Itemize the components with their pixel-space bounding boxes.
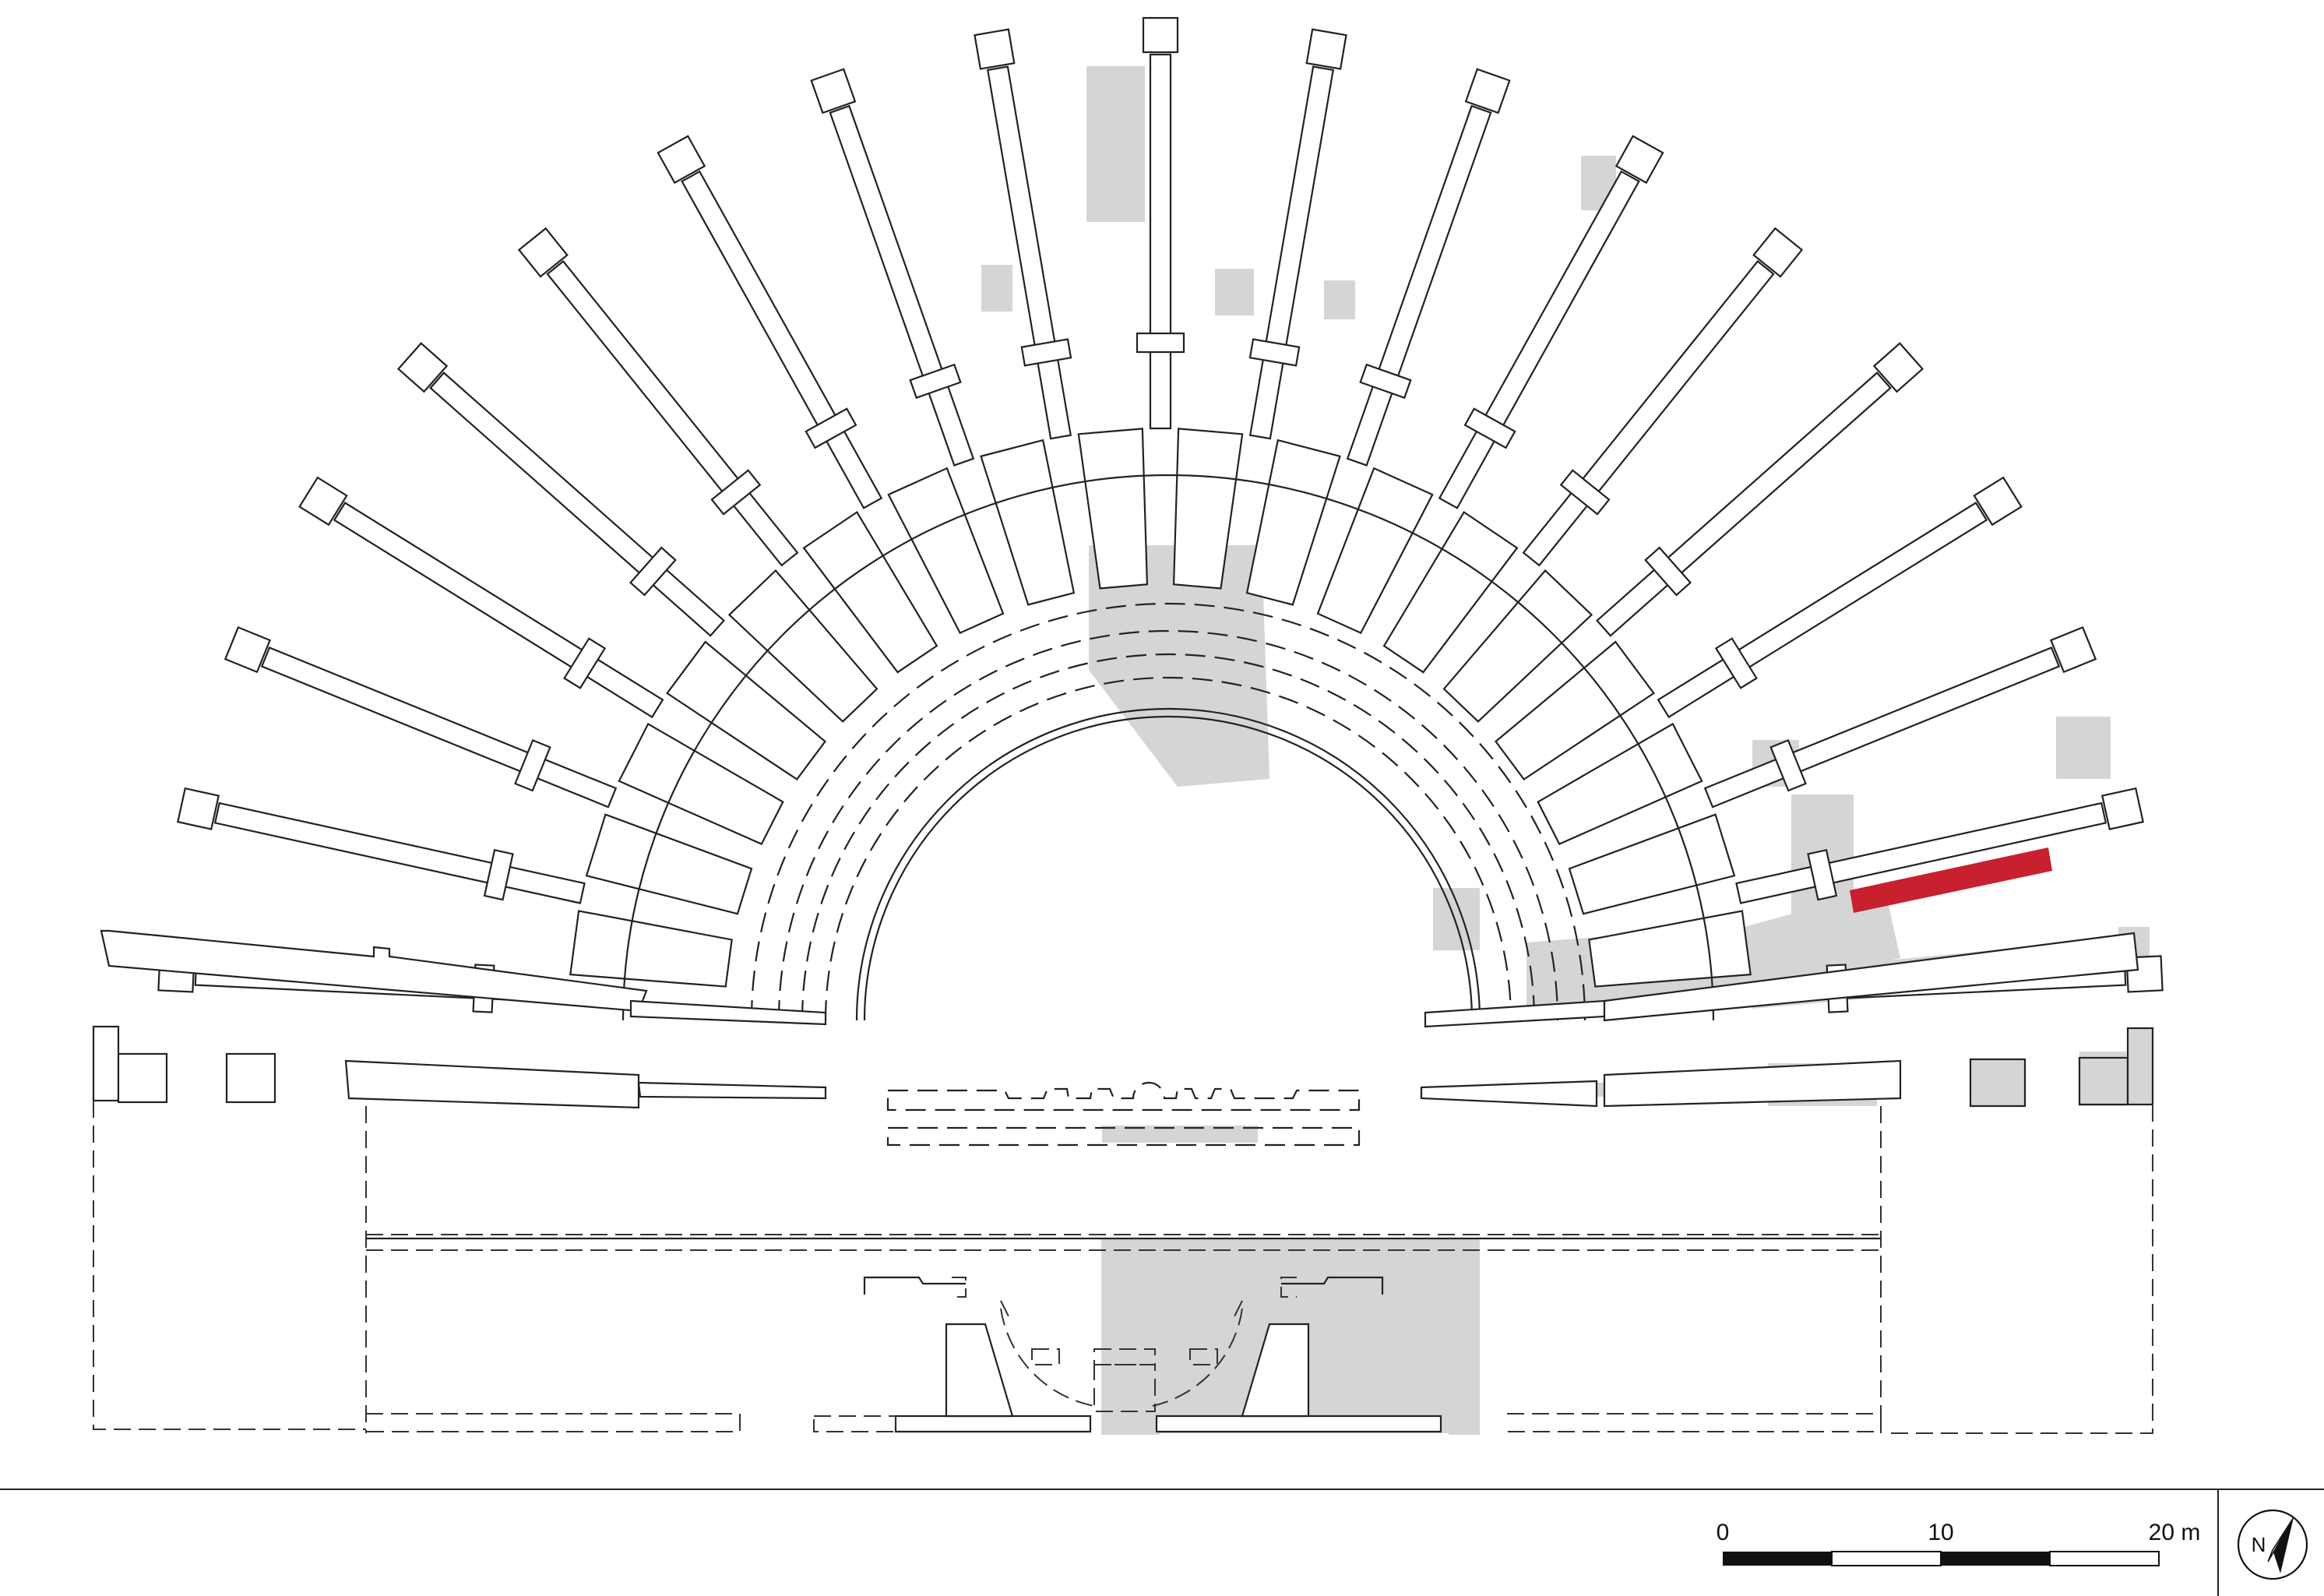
pier-head bbox=[517, 227, 569, 278]
scene-enclosure bbox=[93, 1101, 2153, 1434]
radial-wall bbox=[829, 104, 975, 467]
pier-head bbox=[974, 28, 1016, 70]
radial-wall bbox=[1346, 104, 1492, 467]
pier-head bbox=[1464, 68, 1511, 115]
wall-junction bbox=[1463, 407, 1516, 449]
wall-junction bbox=[1559, 469, 1611, 516]
chamber-block bbox=[1537, 722, 1703, 846]
scale-label-10: 10 bbox=[1928, 1520, 1953, 1545]
chamber-block bbox=[1316, 467, 1434, 635]
outer-ambulatory bbox=[621, 474, 1715, 1021]
pier-head bbox=[2100, 787, 2145, 830]
chamber-block bbox=[569, 910, 733, 988]
wall-junction bbox=[805, 407, 857, 449]
wall-junction bbox=[1020, 338, 1072, 367]
radial-wall bbox=[260, 647, 618, 809]
pier-head bbox=[2049, 625, 2097, 674]
pier-head bbox=[1872, 342, 1924, 393]
wall-junction bbox=[1136, 332, 1185, 354]
chamber-block bbox=[1077, 428, 1149, 590]
chamber-block bbox=[1172, 428, 1244, 590]
scale-bar: 0 10 20 m bbox=[1717, 1520, 2201, 1566]
wall-junction bbox=[514, 738, 551, 792]
radial-wall bbox=[1248, 65, 1335, 440]
radial-wall bbox=[1149, 53, 1172, 430]
scale-segment bbox=[1941, 1552, 2050, 1566]
chamber-block bbox=[1442, 569, 1593, 723]
north-label: N bbox=[2252, 1533, 2266, 1556]
pier-head bbox=[298, 476, 348, 527]
wall-junction bbox=[710, 469, 762, 516]
radial-walls bbox=[157, 16, 2164, 1013]
wall-junction bbox=[909, 363, 962, 400]
orchestra-features bbox=[813, 1276, 1442, 1433]
frame-lines bbox=[0, 1489, 2324, 1596]
scale-segment bbox=[2049, 1551, 2160, 1566]
stage-front bbox=[92, 1025, 2154, 1147]
chamber-block bbox=[666, 640, 826, 781]
pier-head bbox=[1752, 227, 1804, 278]
pier-head bbox=[657, 135, 706, 185]
pier-head bbox=[1973, 476, 2023, 527]
scale-label-0: 0 bbox=[1717, 1520, 1730, 1545]
wall-junction bbox=[1807, 848, 1838, 901]
chamber-block bbox=[1245, 439, 1341, 606]
pier-head bbox=[1142, 16, 1179, 54]
wall-junction bbox=[1644, 546, 1692, 597]
radial-wall bbox=[986, 65, 1072, 440]
chamber-block bbox=[1588, 910, 1752, 988]
pier-head bbox=[396, 342, 449, 393]
wall-junction bbox=[1714, 637, 1758, 689]
pier-head bbox=[1305, 28, 1347, 70]
chamber-block bbox=[887, 467, 1005, 635]
chamber-block bbox=[585, 813, 753, 915]
chamber-block bbox=[618, 722, 784, 846]
radial-wall bbox=[1703, 647, 2061, 809]
wall-junction bbox=[1769, 738, 1807, 792]
scale-segment bbox=[1723, 1552, 1832, 1566]
side-walls bbox=[100, 929, 2139, 1028]
north-arrow-icon: N bbox=[2237, 1509, 2308, 1580]
scale-segment bbox=[1831, 1551, 1942, 1566]
chamber-block bbox=[980, 439, 1076, 606]
wall-junction bbox=[1248, 338, 1301, 367]
radial-wall bbox=[213, 802, 586, 904]
wall-junction bbox=[629, 546, 677, 597]
chamber-block bbox=[1568, 813, 1736, 915]
pier-head bbox=[176, 787, 220, 830]
wall-junction bbox=[483, 848, 514, 901]
highlighted-wall bbox=[1850, 847, 2052, 913]
wall-junction bbox=[1359, 363, 1412, 400]
cavea-tiers bbox=[750, 602, 1586, 1021]
chamber-block bbox=[1495, 640, 1655, 781]
pier-head bbox=[1614, 135, 1664, 185]
pier-head bbox=[224, 625, 272, 674]
pier-head bbox=[810, 68, 857, 115]
scale-label-20: 20 m bbox=[2149, 1520, 2201, 1545]
wall-junction bbox=[563, 637, 607, 689]
chamber-block bbox=[1382, 510, 1519, 674]
